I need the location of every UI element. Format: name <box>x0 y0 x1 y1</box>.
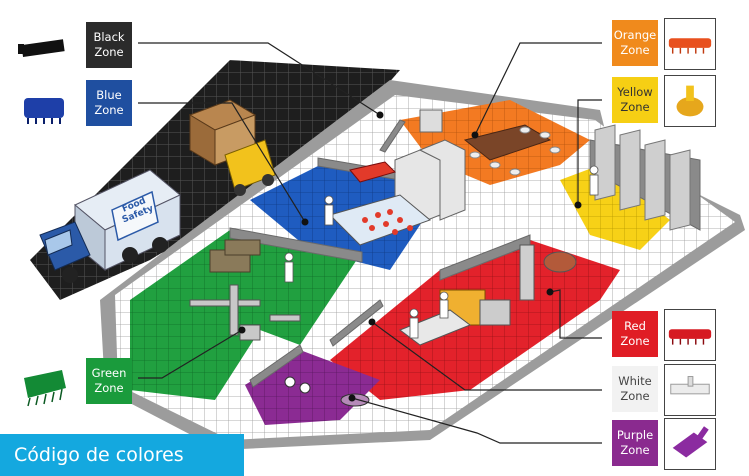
scrub-brush-icon <box>24 98 64 124</box>
green-zone-crates <box>209 239 261 273</box>
squeegee-icon <box>18 39 65 58</box>
broom-head-icon <box>24 370 66 407</box>
squeegee-icon <box>670 376 710 395</box>
white-zone-tool <box>664 364 716 416</box>
pot-brush-icon <box>676 85 704 117</box>
orange-zone-tool <box>664 18 716 70</box>
blue-zone-tool <box>18 80 70 132</box>
restroom-stalls <box>594 124 691 231</box>
leader-dots <box>238 111 582 402</box>
hand-brush-icon <box>668 38 712 54</box>
purple-zone-lab <box>284 376 370 407</box>
orange-zone-table <box>463 124 552 161</box>
page-title: Código de colores <box>0 434 244 476</box>
yellow-zone-floor <box>560 165 670 250</box>
truck-sign-panel <box>111 190 159 242</box>
purple-zone-tool <box>664 418 716 470</box>
scoop-icon <box>672 426 709 458</box>
green-zone-floor <box>130 230 360 400</box>
blue-zone-table <box>329 194 431 246</box>
workers <box>284 165 599 339</box>
leader-lines <box>138 42 602 444</box>
green-zone-tool <box>18 358 70 410</box>
black-zone-tool <box>18 22 70 74</box>
produce-crate <box>349 161 396 183</box>
red-zone-tool <box>664 309 716 361</box>
stove <box>419 109 443 133</box>
hand-brush-icon <box>668 329 712 345</box>
yellow-zone-tool <box>664 75 716 127</box>
delivery-truck <box>39 169 181 283</box>
